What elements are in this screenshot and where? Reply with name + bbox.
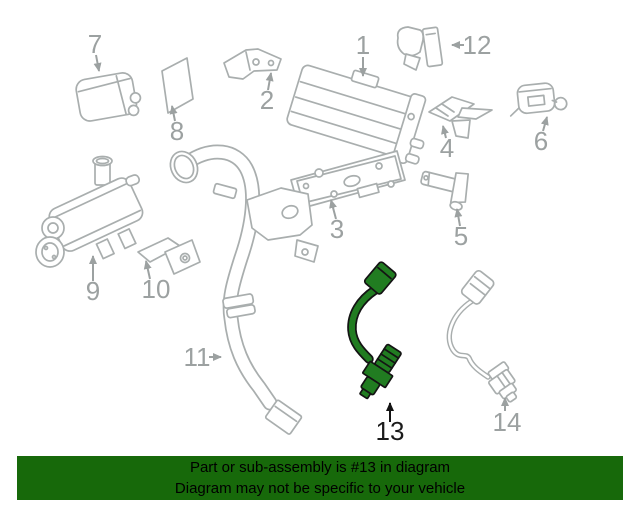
callout-arrow-3: [329, 199, 337, 220]
callout-label-13[interactable]: 13: [375, 416, 405, 446]
callout-arrow-2: [265, 72, 274, 91]
part-11-filler-tube-drawing[interactable]: [165, 144, 319, 435]
callout-label-9[interactable]: 9: [85, 276, 101, 306]
callout-label-14[interactable]: 14: [492, 407, 522, 437]
banner-line-1: Part or sub-assembly is #13 in diagram: [189, 459, 451, 476]
callout-label-10[interactable]: 10: [141, 274, 171, 304]
part-2-bracket-drawing[interactable]: [223, 48, 282, 80]
callout-label-3[interactable]: 3: [329, 214, 345, 244]
callout-arrow-5: [454, 208, 463, 227]
part-13-oxygen-sensor-highlighted-drawing[interactable]: [347, 261, 406, 404]
callout-arrow-7: [93, 54, 102, 72]
callout-label-11[interactable]: 11: [183, 342, 211, 372]
callout-label-1[interactable]: 1: [355, 30, 371, 60]
callout-arrow-6: [540, 116, 549, 132]
callout-label-2[interactable]: 2: [259, 85, 275, 115]
callout-label-5[interactable]: 5: [453, 221, 469, 251]
part-8-pad-drawing[interactable]: [161, 57, 194, 114]
callout-label-4[interactable]: 4: [439, 133, 455, 163]
banner-line-2: Diagram may not be specific to your vehi…: [174, 480, 466, 497]
part-6-valve-drawing[interactable]: [508, 81, 568, 117]
callout-arrow-4: [441, 125, 449, 139]
callout-arrows: [89, 41, 549, 422]
part-3-mounting-plate-drawing[interactable]: [290, 150, 406, 210]
callout-label-7[interactable]: 7: [87, 29, 103, 59]
callout-label-6[interactable]: 6: [533, 126, 549, 156]
part-1-canister-drawing[interactable]: [285, 55, 439, 167]
part-7-filter-box-drawing[interactable]: [75, 70, 144, 124]
part-14-oxygen-sensor-drawing[interactable]: [446, 269, 525, 406]
part-9-pump-assembly-drawing[interactable]: [35, 155, 154, 273]
callout-arrow-8: [169, 105, 178, 122]
part-5-bracket-drawing[interactable]: [416, 163, 472, 211]
notice-banner: Part or sub-assembly is #13 in diagram D…: [17, 456, 623, 500]
part-10-bracket-drawing[interactable]: [137, 237, 201, 275]
part-4-bracket-drawing[interactable]: [428, 96, 493, 139]
callout-label-8[interactable]: 8: [169, 116, 185, 146]
callout-arrow-10: [143, 260, 152, 280]
part-12-sensor-drawing[interactable]: [396, 26, 444, 71]
callout-label-12[interactable]: 12: [462, 30, 492, 60]
